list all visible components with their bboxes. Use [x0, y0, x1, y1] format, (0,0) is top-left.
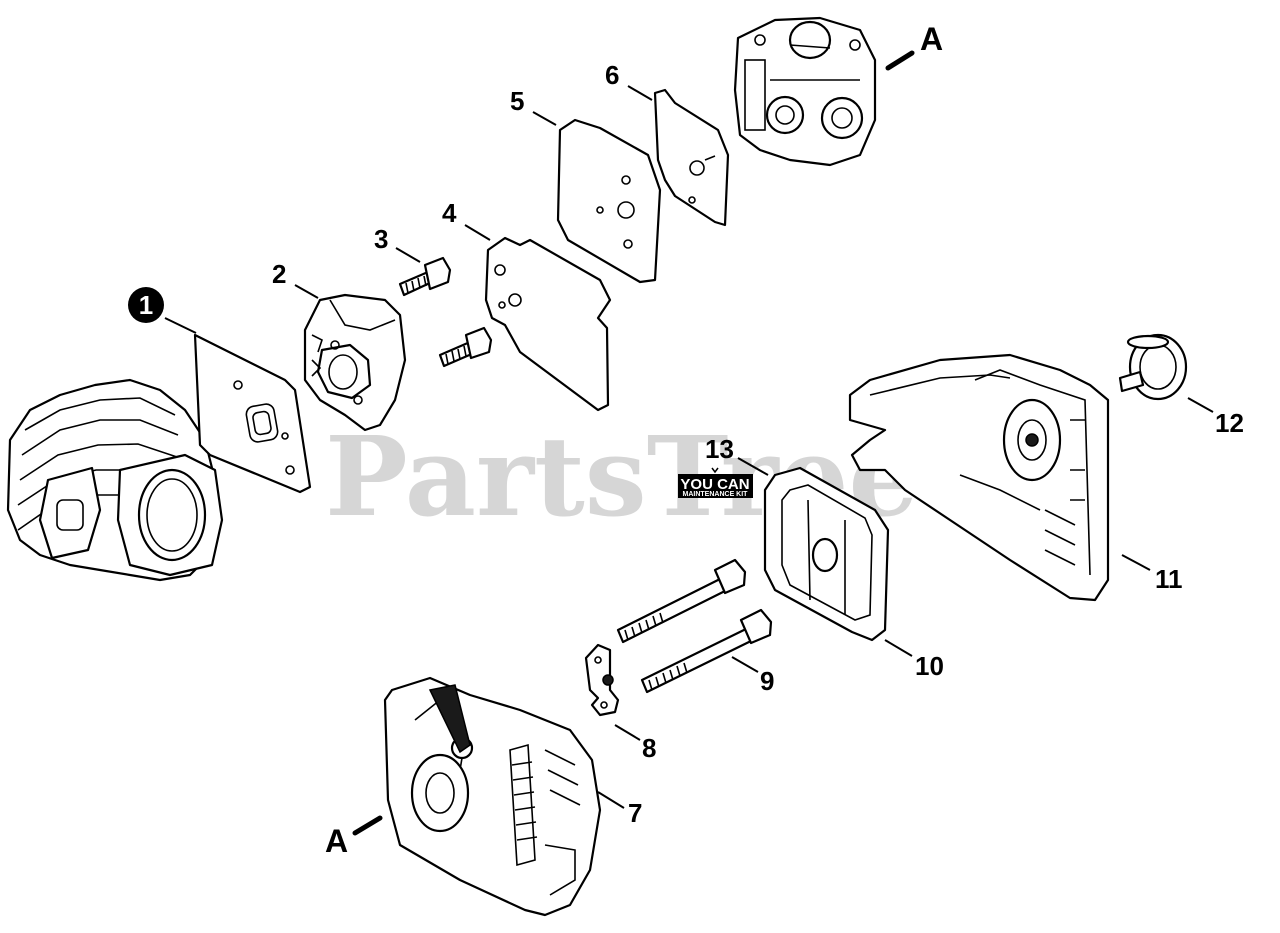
gasket-part-1[interactable]: [193, 333, 312, 494]
kit-badge-bottom: MAINTENANCE KIT: [683, 491, 749, 498]
air-cleaner-case-part-11[interactable]: [848, 353, 1110, 602]
carburetor-assembly[interactable]: [733, 16, 877, 167]
cover-part-7[interactable]: [383, 676, 602, 917]
maintenance-kit-badge: YOU CAN MAINTENANCE KIT: [678, 467, 753, 498]
fitting-part-12[interactable]: [1118, 333, 1188, 401]
callout-9: 9: [760, 666, 774, 696]
screw-part-3-lower[interactable]: [438, 326, 493, 368]
callout-6: 6: [605, 60, 619, 90]
callout-10: 10: [915, 651, 944, 681]
reference-a-bottom: A: [325, 823, 348, 859]
bolt-part-9-upper[interactable]: [616, 558, 747, 644]
callout-5: 5: [510, 86, 524, 116]
reference-a-top: A: [920, 21, 943, 57]
callout-7: 7: [628, 798, 642, 828]
screw-part-3-upper[interactable]: [398, 256, 452, 297]
callout-11: 11: [1155, 564, 1183, 594]
cylinder-part[interactable]: [6, 378, 224, 582]
bracket-part-8[interactable]: [584, 643, 620, 717]
plate-part-5[interactable]: [556, 118, 662, 284]
kit-badge-top: YOU CAN: [680, 476, 749, 493]
callout-12: 12: [1215, 408, 1244, 438]
gasket-part-4[interactable]: [484, 236, 612, 412]
callout-1: 1: [139, 290, 153, 320]
callout-8: 8: [642, 733, 656, 763]
insulator-part-2[interactable]: [303, 293, 407, 432]
filter-frame-part-10[interactable]: [763, 466, 890, 642]
callout-2: 2: [272, 259, 286, 289]
callout-1-circle: [128, 287, 164, 323]
callout-4: 4: [442, 198, 457, 228]
bolt-part-9-lower[interactable]: [640, 608, 773, 694]
gasket-part-6[interactable]: [653, 88, 730, 227]
callout-3: 3: [374, 224, 388, 254]
callout-13: 13: [705, 434, 734, 464]
